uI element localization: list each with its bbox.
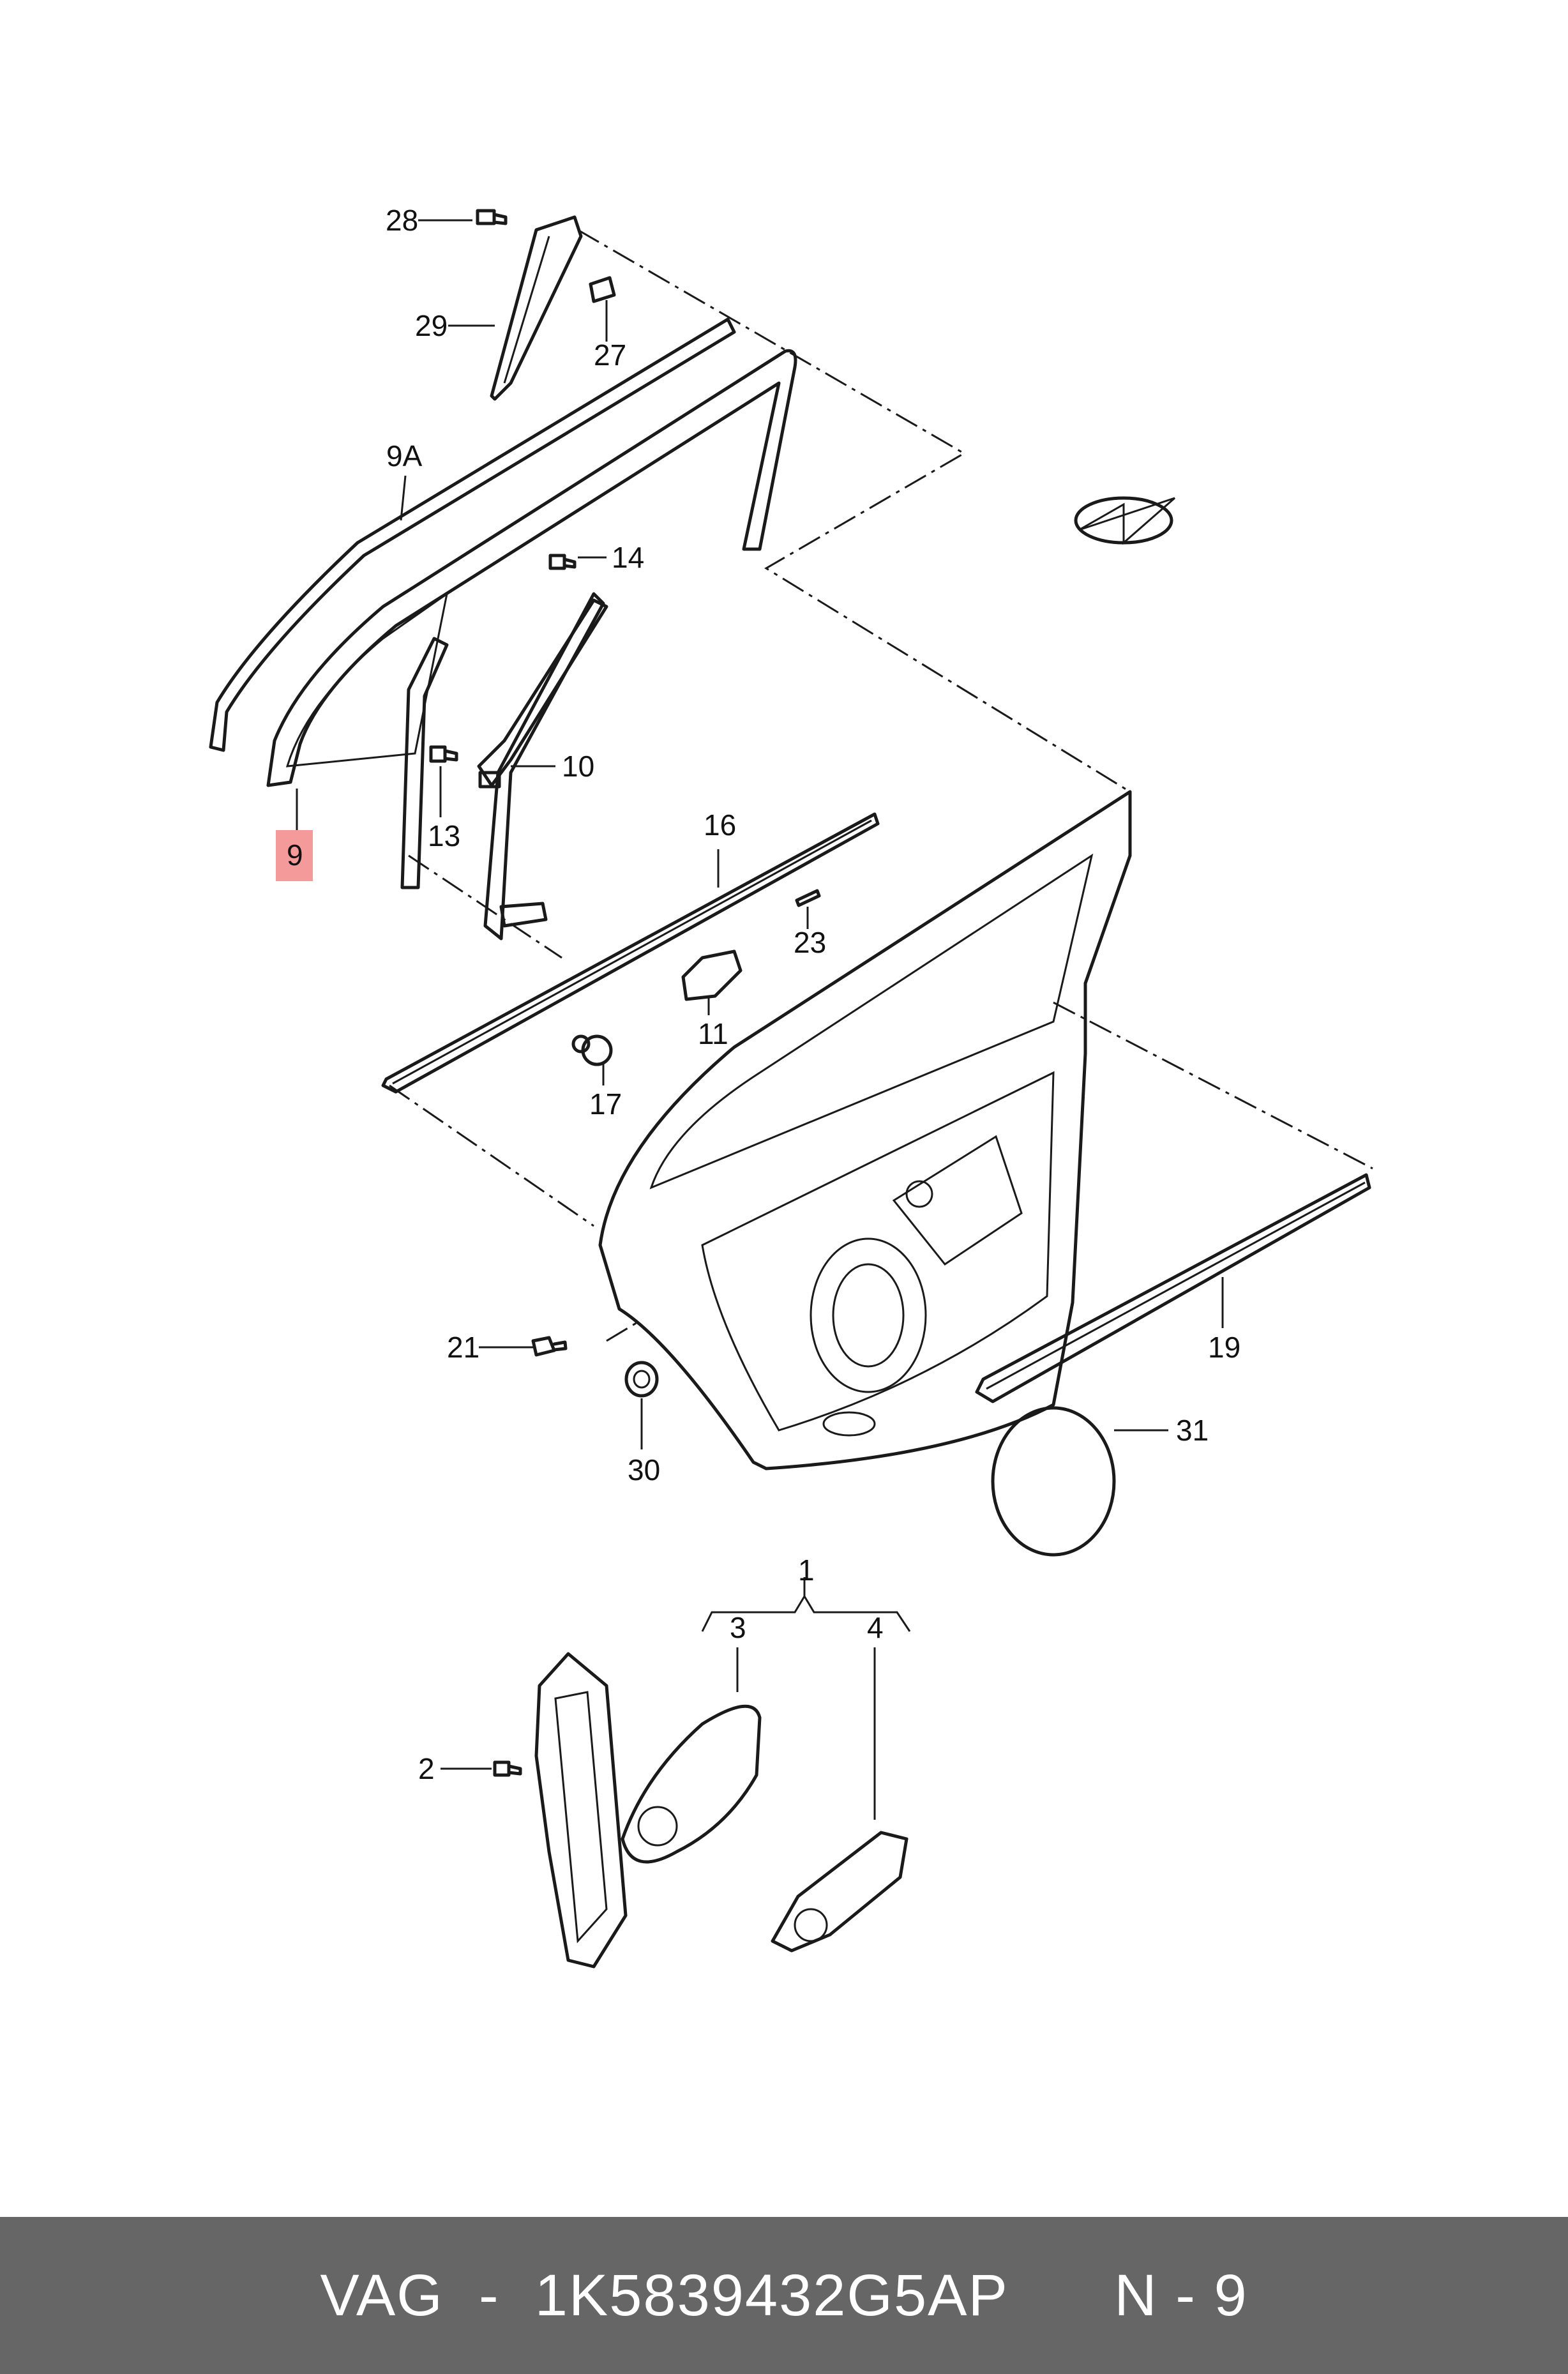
part-29-trim[interactable]: [490, 215, 583, 401]
part-31-cover[interactable]: [991, 1406, 1116, 1557]
part-9-window-channel[interactable]: [266, 349, 797, 787]
leader-lines: [296, 219, 1224, 1820]
callout-16[interactable]: 16: [704, 808, 736, 842]
exploded-parts-diagram: 28 29 27 9A 14 10 9 13 16 23 11 17 21 19…: [209, 204, 1373, 1969]
callout-9[interactable]: 9: [287, 838, 303, 872]
part-4-window-motor[interactable]: [771, 1831, 908, 1953]
footer-position: N - 9: [1114, 2262, 1248, 2328]
footer-gap-1: [444, 2262, 479, 2329]
callout-31[interactable]: 31: [1176, 1414, 1209, 1447]
callout-17[interactable]: 17: [589, 1087, 622, 1121]
highlight-box-part-9: [276, 830, 313, 881]
callout-10[interactable]: 10: [562, 750, 594, 783]
callout-19[interactable]: 19: [1208, 1331, 1240, 1364]
part-9a-window-seal[interactable]: [209, 317, 736, 752]
part-number-footer: VAG - 1K5839432G5AP N - 9: [0, 2217, 1568, 2374]
callout-1[interactable]: 1: [798, 1554, 815, 1587]
part-16-outer-strip[interactable]: [381, 812, 880, 1094]
part-13-screw[interactable]: [429, 745, 458, 763]
callout-2[interactable]: 2: [418, 1752, 435, 1785]
footer-part-number: 1K5839432G5AP: [534, 2262, 1009, 2328]
callout-13[interactable]: 13: [428, 819, 460, 852]
callout-9a[interactable]: 9A: [386, 439, 423, 473]
part-2-screw[interactable]: [493, 1760, 522, 1777]
part-23-clip[interactable]: [795, 889, 821, 907]
door-shell: [598, 790, 1132, 1471]
part-21-bolt[interactable]: [531, 1336, 568, 1357]
part-11-bracket[interactable]: [681, 949, 743, 1001]
callout-14[interactable]: 14: [612, 541, 644, 574]
callout-21[interactable]: 21: [447, 1331, 479, 1364]
callout-4[interactable]: 4: [867, 1611, 884, 1644]
part-regulator-frame[interactable]: [534, 1652, 628, 1969]
emblem-symbol: [1074, 496, 1175, 545]
callout-28[interactable]: 28: [386, 204, 418, 237]
callout-27[interactable]: 27: [594, 338, 626, 372]
part-19-inner-strip[interactable]: [975, 1173, 1371, 1403]
callout-11[interactable]: 11: [698, 1017, 728, 1050]
callout-3[interactable]: 3: [730, 1611, 746, 1644]
part-3-carrier-plate[interactable]: [621, 1704, 762, 1864]
part-27-clip[interactable]: [589, 276, 616, 303]
part-14-screw[interactable]: [548, 554, 577, 570]
callout-29[interactable]: 29: [415, 309, 448, 342]
assembly-dash-lines: [389, 229, 1373, 1342]
callout-30[interactable]: 30: [628, 1453, 660, 1486]
footer-gap-3: [1009, 2262, 1114, 2329]
callout-labels: 28 29 27 9A 14 10 9 13 16 23 11 17 21 19…: [287, 204, 1240, 1785]
footer-gap-2: [500, 2262, 535, 2329]
part-30-grommet[interactable]: [624, 1361, 659, 1398]
part-28-bolt[interactable]: [476, 209, 508, 225]
part-17-clip[interactable]: [571, 1034, 613, 1066]
footer-brand: VAG: [320, 2262, 444, 2328]
part-10-guide-rail[interactable]: [477, 598, 608, 789]
footer-separator: -: [478, 2262, 500, 2328]
callout-23[interactable]: 23: [794, 926, 826, 959]
